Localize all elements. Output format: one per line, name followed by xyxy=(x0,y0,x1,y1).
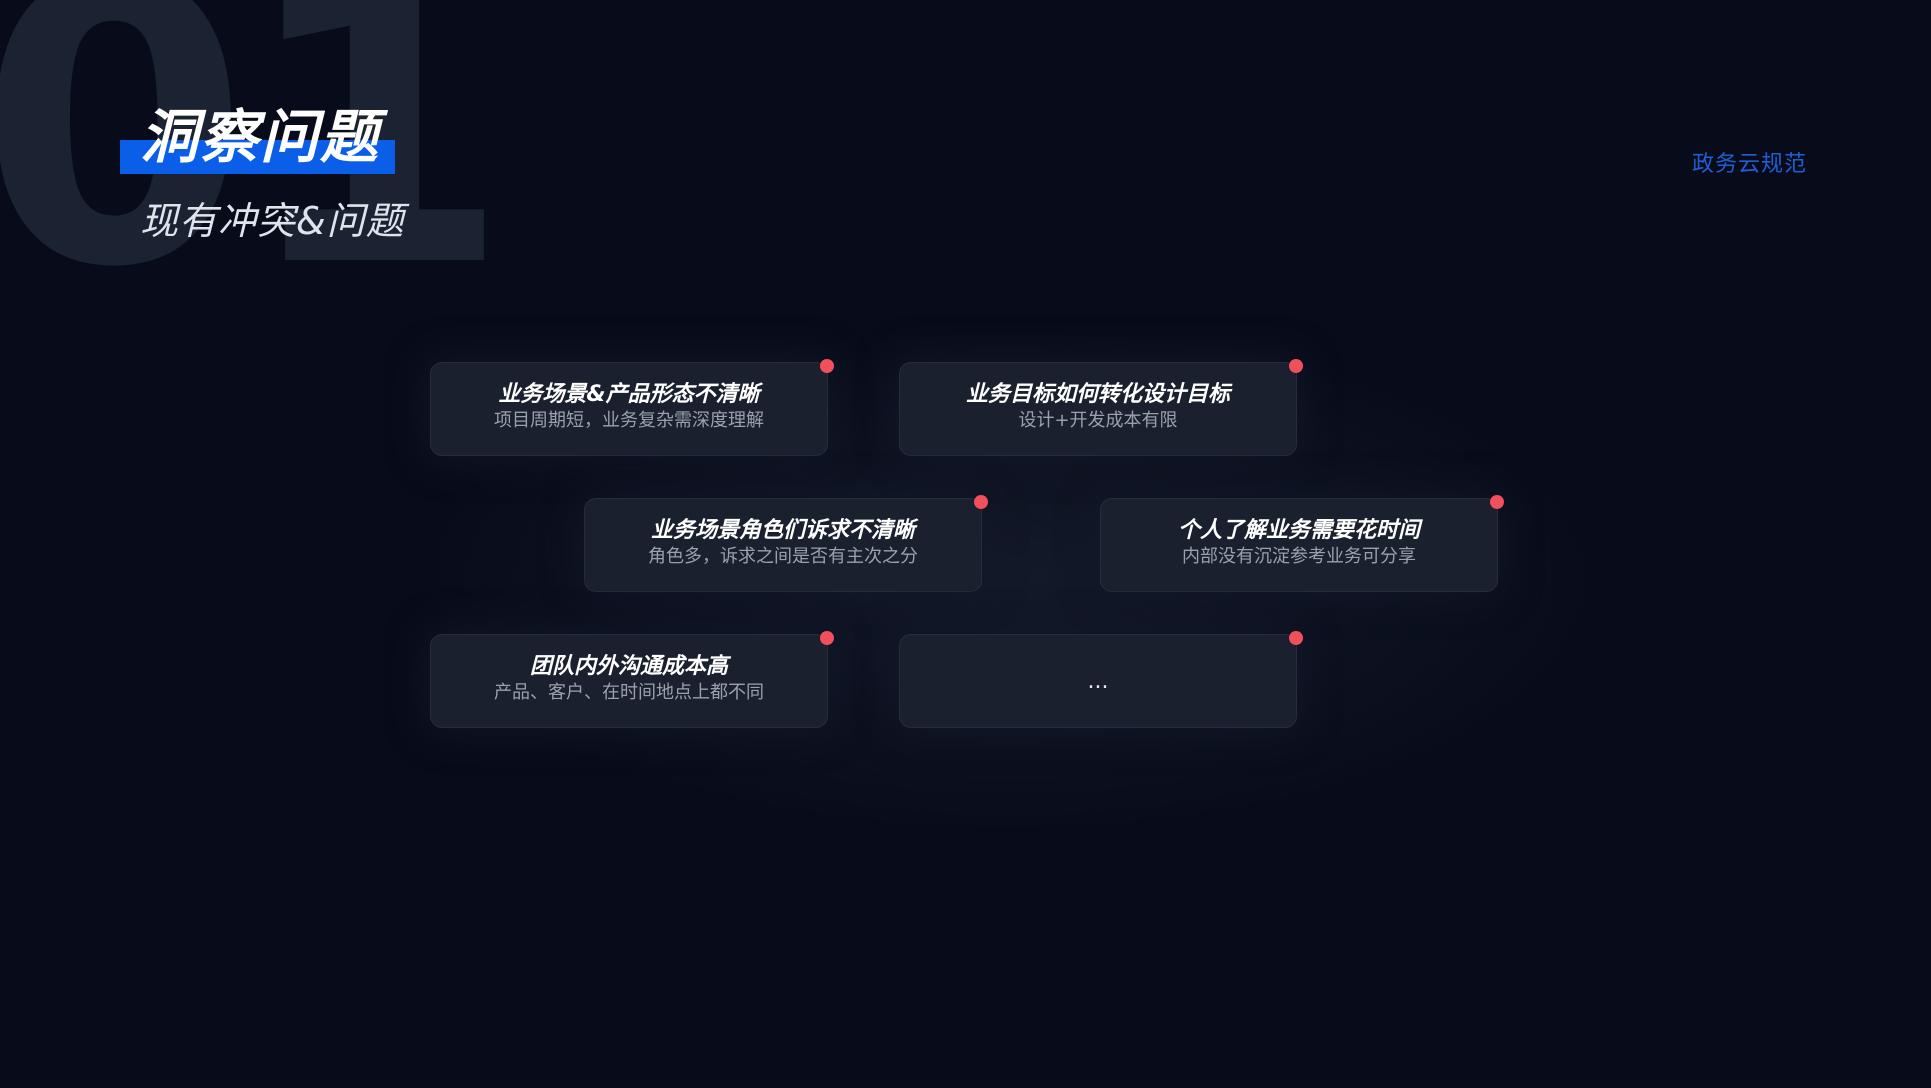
status-dot xyxy=(820,631,834,645)
status-dot xyxy=(974,495,988,509)
brand-label: 政务云规范 xyxy=(1692,152,1808,177)
status-dot xyxy=(1490,495,1504,509)
issue-title: 业务场景角色们诉求不清晰 xyxy=(650,518,915,543)
issue-description: 角色多，诉求之间是否有主次之分 xyxy=(648,546,918,567)
issue-card: 业务场景角色们诉求不清晰 角色多，诉求之间是否有主次之分 xyxy=(584,495,988,592)
issue-description: 产品、客户、在时间地点上都不同 xyxy=(494,682,764,703)
ellipsis-text: ... xyxy=(1087,669,1109,694)
page-title: 洞察问题 xyxy=(140,103,381,171)
title-block: 洞察问题 xyxy=(120,102,395,174)
issue-description: 项目周期短，业务复杂需深度理解 xyxy=(494,410,764,431)
issue-title: 团队内外沟通成本高 xyxy=(529,654,728,679)
page-subtitle: 现有冲突&问题 xyxy=(140,199,405,243)
issue-card: 个人了解业务需要花时间 内部没有沉淀参考业务可分享 xyxy=(1100,495,1504,592)
title-highlight-bar xyxy=(120,140,395,174)
more-card: ... xyxy=(899,631,1303,728)
issue-title: 业务场景&产品形态不清晰 xyxy=(498,382,760,407)
status-dot xyxy=(1289,631,1303,645)
issue-title: 业务目标如何转化设计目标 xyxy=(965,382,1230,407)
issue-description: 内部没有沉淀参考业务可分享 xyxy=(1182,546,1416,567)
status-dot xyxy=(1289,359,1303,373)
issue-title: 个人了解业务需要花时间 xyxy=(1177,518,1420,543)
issue-card: 团队内外沟通成本高 产品、客户、在时间地点上都不同 xyxy=(430,631,834,728)
issue-description: 设计+开发成本有限 xyxy=(1018,410,1178,431)
status-dot xyxy=(820,359,834,373)
issue-card: 业务场景&产品形态不清晰 项目周期短，业务复杂需深度理解 xyxy=(430,359,834,456)
issue-card: 业务目标如何转化设计目标 设计+开发成本有限 xyxy=(899,359,1303,456)
